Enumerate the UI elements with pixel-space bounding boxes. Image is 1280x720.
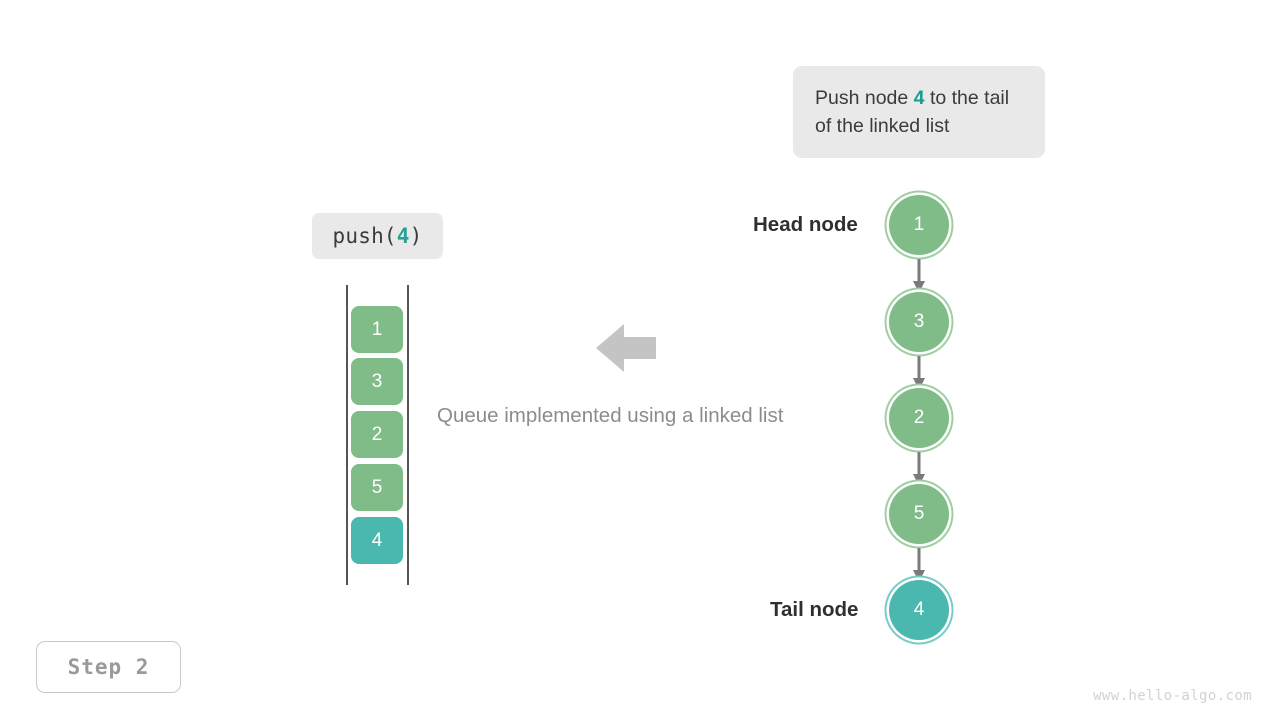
node-value: 2 <box>913 407 925 428</box>
node-connector-arrow-icon <box>912 259 926 295</box>
callout-text-before: Push node <box>815 87 914 109</box>
diagram-caption: Queue implemented using a linked list <box>437 404 784 427</box>
operation-prefix: push( <box>332 224 397 248</box>
array-cell-value: 1 <box>371 318 383 340</box>
queue-array-view: 1 3 2 5 4 <box>346 285 409 585</box>
callout-tooltip: Push node 4 to the tail of the linked li… <box>793 66 1045 158</box>
node-value: 5 <box>913 503 925 524</box>
operation-chip: push(4) <box>312 213 443 259</box>
linked-list-node: 5 <box>889 484 949 544</box>
array-rail-left <box>346 285 348 585</box>
array-cell: 5 <box>351 464 403 511</box>
watermark: www.hello-algo.com <box>1093 688 1252 704</box>
array-cell: 1 <box>351 306 403 353</box>
step-badge: Step 2 <box>36 641 181 693</box>
array-cell: 2 <box>351 411 403 458</box>
node-connector-arrow-icon <box>912 548 926 584</box>
array-cell-value: 5 <box>371 476 383 498</box>
linked-list-node: 4 <box>889 580 949 640</box>
callout-accent-value: 4 <box>913 87 925 109</box>
array-rail-right <box>407 285 409 585</box>
array-cell-value: 2 <box>371 423 383 445</box>
left-arrow-icon <box>596 320 656 376</box>
linked-list-node: 2 <box>889 388 949 448</box>
node-value: 1 <box>913 214 925 235</box>
tail-node-label: Tail node <box>770 598 859 621</box>
linked-list-node: 1 <box>889 195 949 255</box>
step-badge-label: Step 2 <box>67 655 150 679</box>
array-cell-value: 3 <box>371 370 383 392</box>
node-connector-arrow-icon <box>912 452 926 488</box>
linked-list-view: 1 3 2 5 4 <box>860 180 1000 650</box>
node-value: 3 <box>913 311 925 332</box>
callout-text-after: to the tail of the linked list <box>815 87 1010 137</box>
array-cell-value: 4 <box>371 529 383 551</box>
linked-list-node: 3 <box>889 292 949 352</box>
operation-suffix: ) <box>409 224 423 248</box>
array-cell: 4 <box>351 517 403 564</box>
operation-argument: 4 <box>396 224 410 248</box>
head-node-label: Head node <box>753 213 858 236</box>
array-cell: 3 <box>351 358 403 405</box>
node-value: 4 <box>913 599 925 620</box>
node-connector-arrow-icon <box>912 356 926 392</box>
